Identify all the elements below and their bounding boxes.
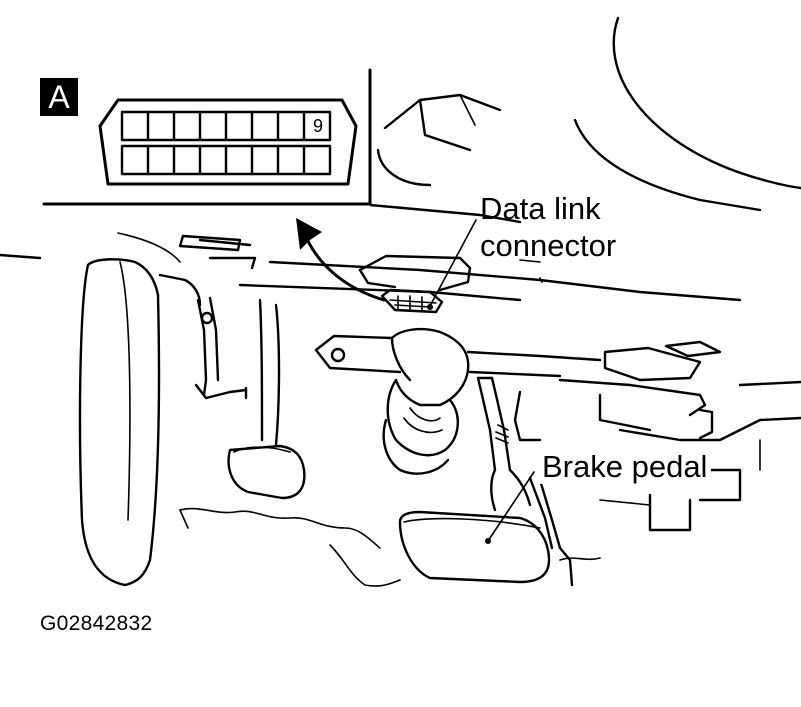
left-panel: [0, 253, 202, 587]
view-arrow: [296, 218, 386, 302]
clutch-pedal: [194, 296, 306, 500]
leader-lines: [427, 219, 543, 542]
data-link-connector-label-line2: connector: [480, 228, 617, 263]
data-link-connector-label-line1: Data link: [480, 191, 601, 226]
floor-carpet: [179, 507, 601, 587]
data-link-connector-drawing: [380, 288, 444, 314]
figure-code: G02842832: [40, 612, 153, 635]
brake-pedal-label: Brake pedal: [538, 450, 712, 484]
brake-pedal-drawing: [398, 376, 574, 587]
dashboard-structure: [117, 16, 801, 532]
steering-column: [314, 327, 602, 475]
pin-number-label: 9: [312, 116, 323, 136]
inset-view-a: [32, 60, 372, 207]
inset-letter-badge: A: [40, 78, 78, 116]
